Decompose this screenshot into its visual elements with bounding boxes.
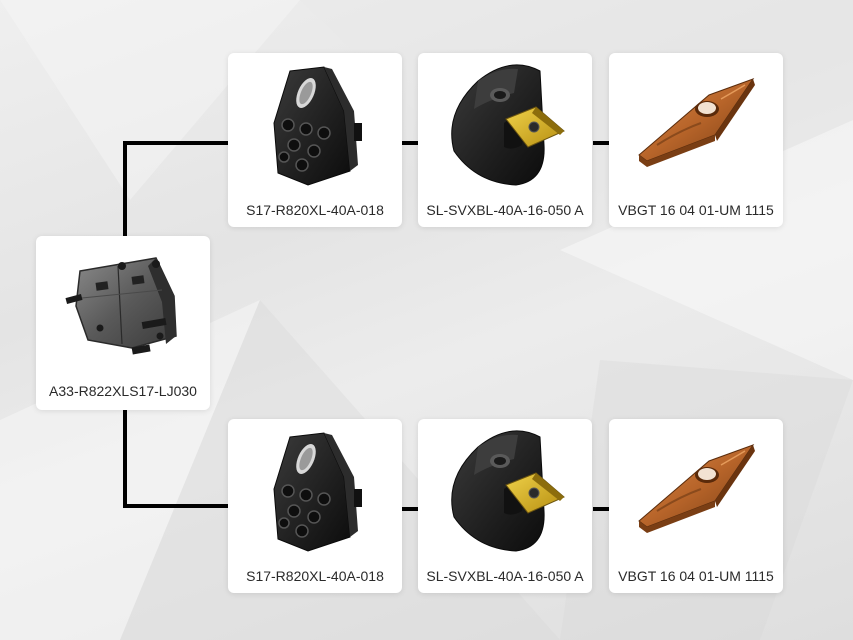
connector-root-to-top-branch (123, 141, 228, 236)
top-branch-item-3-card[interactable]: VBGT 16 04 01-UM 1115 (609, 53, 783, 227)
bottom-branch-item-3-label: VBGT 16 04 01-UM 1115 (618, 568, 774, 584)
clamping-unit-icon (228, 53, 402, 188)
top-branch-item-3-thumbnail (609, 53, 783, 188)
cutting-head-icon (418, 419, 592, 554)
bottom-branch-item-2-thumbnail (418, 419, 592, 554)
quick-change-adaptor-plate-icon (36, 236, 210, 371)
top-branch-item-1-label: S17-R820XL-40A-018 (246, 202, 384, 218)
turning-insert-icon (609, 53, 783, 188)
bottom-branch-item-3-card[interactable]: VBGT 16 04 01-UM 1115 (609, 419, 783, 593)
turning-insert-icon (609, 419, 783, 554)
root-thumbnail (36, 236, 210, 371)
root-label: A33-R822XLS17-LJ030 (49, 383, 197, 399)
bottom-branch-item-1-card[interactable]: S17-R820XL-40A-018 (228, 419, 402, 593)
bottom-branch-item-2-card[interactable]: SL-SVXBL-40A-16-050 A (418, 419, 592, 593)
top-branch-item-1-thumbnail (228, 53, 402, 188)
clamping-unit-icon (228, 419, 402, 554)
bottom-branch-item-3-thumbnail (609, 419, 783, 554)
top-branch-item-3-label: VBGT 16 04 01-UM 1115 (618, 202, 774, 218)
cutting-head-icon (418, 53, 592, 188)
root-card[interactable]: A33-R822XLS17-LJ030 (36, 236, 210, 410)
bottom-branch-item-1-thumbnail (228, 419, 402, 554)
top-branch-item-2-card[interactable]: SL-SVXBL-40A-16-050 A (418, 53, 592, 227)
bottom-branch-item-2-label: SL-SVXBL-40A-16-050 A (426, 568, 584, 584)
top-branch-item-2-label: SL-SVXBL-40A-16-050 A (426, 202, 584, 218)
top-branch-item-2-thumbnail (418, 53, 592, 188)
connector-root-to-bottom-branch (123, 410, 228, 508)
bottom-branch-item-1-label: S17-R820XL-40A-018 (246, 568, 384, 584)
top-branch-item-1-card[interactable]: S17-R820XL-40A-018 (228, 53, 402, 227)
